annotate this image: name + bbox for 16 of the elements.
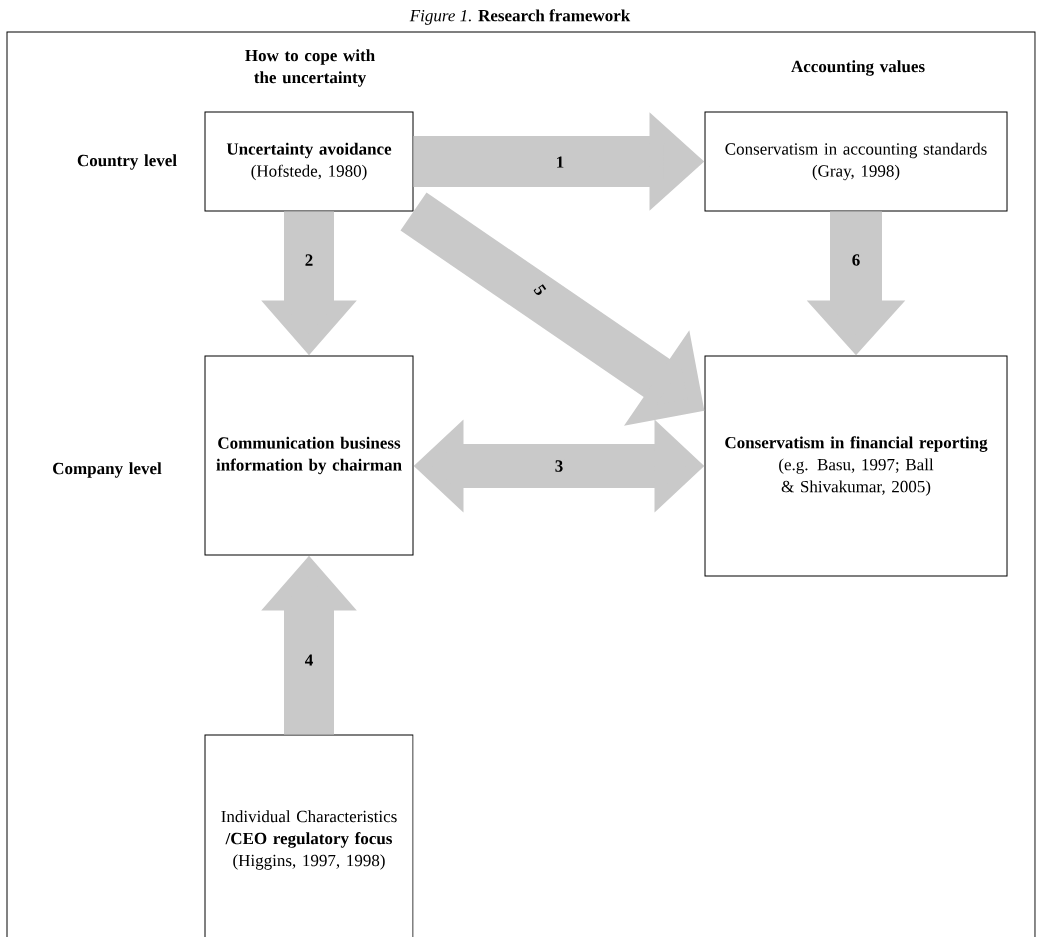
heading-label: How to cope with the uncertainty (245, 49, 375, 87)
edge-label: 4 (303, 653, 315, 667)
text-box: Individual Characteristics /CEO regulatory focus (Higgins, 1997, 1998) (204, 734, 414, 937)
heading-label: Country level (77, 154, 177, 170)
edge-label: 3 (553, 459, 565, 473)
edge-label: 6 (850, 253, 862, 267)
heading-label: Company level (53, 462, 162, 478)
edge-label: 2 (303, 253, 315, 267)
edge-label: 1 (554, 155, 566, 169)
heading-label: Accounting values (791, 60, 925, 76)
edge-label: 5 (531, 281, 549, 299)
text-box: Conservatism in financial reporting (e.g. Basu, 1997; Ball & Shivakumar, 2005) (704, 355, 1008, 577)
text-box: Communication business information by chairman (204, 355, 414, 556)
text-box: Uncertainty avoidance (Hofstede, 1980) (204, 111, 414, 212)
text-box: Conservatism in accounting standards (Gray, 1998) (704, 111, 1008, 212)
title: Figure 1. Research framework (409, 9, 631, 25)
